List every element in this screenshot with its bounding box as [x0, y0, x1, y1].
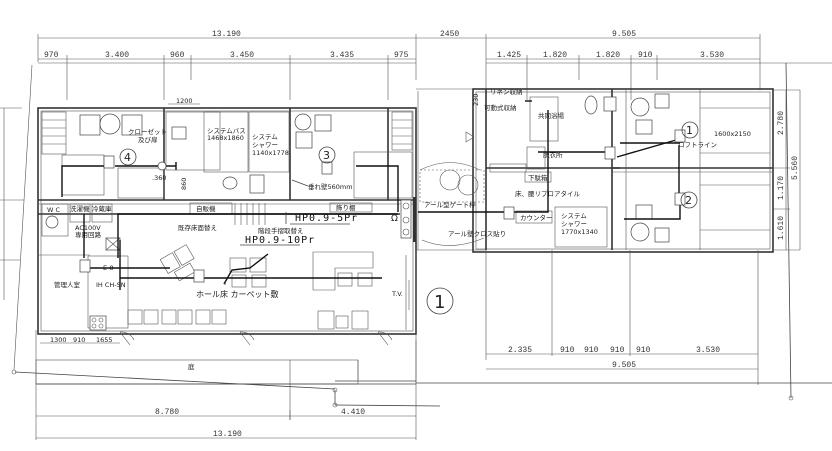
dim-bottom-r2: 910 [584, 346, 599, 355]
right-dimensions: 2.780 1.170 1.610 5.560 [773, 62, 801, 401]
dim-top-r2: 1.820 [596, 51, 620, 60]
dim-bottom-r4: 910 [636, 346, 651, 355]
label-system-shower2-size: 1770x1340 [561, 228, 598, 236]
label-counter: カウンター [520, 213, 553, 222]
label-closet: クローゼット [128, 127, 167, 136]
label-closet-2: 及び扉 [138, 135, 158, 144]
dim-top-l4: 3.435 [330, 51, 354, 60]
dim-right-0: 2.780 [777, 111, 786, 135]
dim-bottom-r1: 910 [560, 346, 575, 355]
label-stair-handrail: 階段手摺取替え [258, 226, 304, 235]
label-ac100v: AC100V [75, 224, 101, 232]
dim-bottom-r0: 2.335 [508, 346, 532, 355]
dim-top-gap: 2450 [440, 30, 459, 39]
left-dimensions [0, 64, 33, 375]
label-garden: 庭 [188, 362, 195, 371]
dim-bottom-r5: 3.530 [696, 346, 720, 355]
label-washroom: 脱衣所 [543, 150, 563, 159]
dim-right-1: 1.170 [777, 176, 786, 200]
label-system-bath-size: 1468x1860 [207, 134, 244, 142]
dim-top-l0: 970 [44, 51, 59, 60]
label-downstairs: 下駄箱 [528, 173, 548, 182]
bottom-dimensions-left: 8.780 4.410 13.190 [36, 340, 417, 440]
svg-text:4: 4 [124, 151, 131, 164]
dim-small-1: 910 [73, 336, 85, 344]
label-tv: T.V. [391, 290, 403, 298]
marker-4: 4 [119, 148, 137, 166]
svg-text:3: 3 [323, 149, 330, 162]
dim-right-2: 1.610 [777, 216, 786, 240]
dim-top-l2: 960 [170, 51, 185, 60]
label-kitchen-sink: 可動式収納 [484, 103, 517, 112]
label-hp-10pr: HP0.9-10Pr [245, 235, 315, 246]
dim-bottom-l1: 4.410 [341, 408, 365, 417]
label-hall-floor: ホール床 カーペット敷 [196, 289, 279, 299]
label-loft-line: ロフトライン [678, 141, 717, 149]
label-system-shower-size: 1140x1778 [252, 149, 289, 157]
dim-top-l3: 3.450 [230, 51, 254, 60]
label-ih: IH CH-SN [96, 281, 126, 289]
right-building: 1600x2150 ロフトライン リネン収納 可動式収納 230 共同浴場 脱衣… [416, 87, 774, 253]
label-360: .360 [152, 174, 166, 182]
label-furnace-room: 自販機 [196, 204, 216, 213]
dim-top-total-left: 13.190 [212, 30, 241, 39]
label-system-shower2-a: システム [561, 212, 587, 220]
dim-small-2: 1655 [96, 336, 113, 344]
label-pillar: 垂れ壁560mm [308, 182, 353, 191]
dim-top-r4: 3.530 [700, 51, 724, 60]
site-marker-1: 1 [426, 287, 454, 315]
dim-top-r0: 1.425 [497, 51, 521, 60]
dim-bottom-right-total: 9.505 [612, 361, 636, 370]
label-bed-size: 1600x2150 [714, 130, 751, 138]
label-laundry: 洗濯機 [70, 204, 90, 213]
svg-text:2: 2 [685, 194, 692, 207]
piping-left [61, 155, 399, 290]
label-system-shower-b: シャワー [252, 141, 278, 149]
label-860: 860 [180, 178, 188, 190]
dim-bottom-r3: 910 [610, 346, 625, 355]
label-kitchen-storage: リネン収納 [490, 87, 523, 96]
garden: 庭 [14, 330, 441, 440]
bottom-dimensions-right: 2.335 910 910 910 910 3.530 9.505 [415, 250, 832, 385]
dim-top-r1: 1.820 [543, 51, 567, 60]
label-system-shower2-b: シャワー [561, 220, 587, 228]
label-1200: 1200 [176, 97, 193, 105]
label-dedicated: 専用回路 [75, 230, 102, 239]
top-dimensions: 13.190 2450 9.505 970 3.400 960 3.450 3.… [37, 30, 832, 100]
dim-bottom-total: 13.190 [213, 430, 242, 439]
dim-top-l1: 3.400 [105, 51, 129, 60]
left-building: クローゼット 及び扉 .360 1200 システムバス 1468x1860 シス… [37, 97, 417, 346]
label-system-shower-a: システム [252, 133, 278, 141]
label-system-bath: システムバス [207, 127, 246, 135]
label-wc-left: W C [47, 206, 60, 214]
label-shoe-box: 飾り棚 [336, 203, 356, 212]
label-arch-cloth: アール壁クロス貼り [448, 229, 506, 238]
label-230: 230 [472, 94, 480, 106]
label-stair-replace: 既存床面替え [178, 223, 217, 232]
piping-right [418, 100, 686, 220]
dim-small-0: 1300 [50, 336, 67, 344]
label-hp-5pr: HP0.9-5Pr [295, 213, 358, 224]
svg-text:1: 1 [686, 124, 693, 137]
marker-2: 2 [680, 191, 698, 209]
label-shared-bath: 共同浴場 [538, 111, 565, 120]
dim-right-total: 5.560 [791, 156, 800, 180]
omega-symbol: Ω [391, 214, 398, 224]
svg-text:1: 1 [434, 292, 445, 313]
label-manager-room: 管理人室 [54, 280, 81, 289]
dim-top-total-right: 9.505 [612, 30, 636, 39]
dim-top-l5: 975 [394, 51, 409, 60]
dim-bottom-l0: 8.780 [155, 408, 179, 417]
marker-3: 3 [318, 146, 336, 164]
dim-top-r3: 910 [638, 51, 653, 60]
label-arch-gate: アール型ゲート枠 [424, 200, 476, 209]
label-storage: 冷蔵庫 [92, 204, 112, 213]
marker-1: 1 [681, 121, 699, 139]
